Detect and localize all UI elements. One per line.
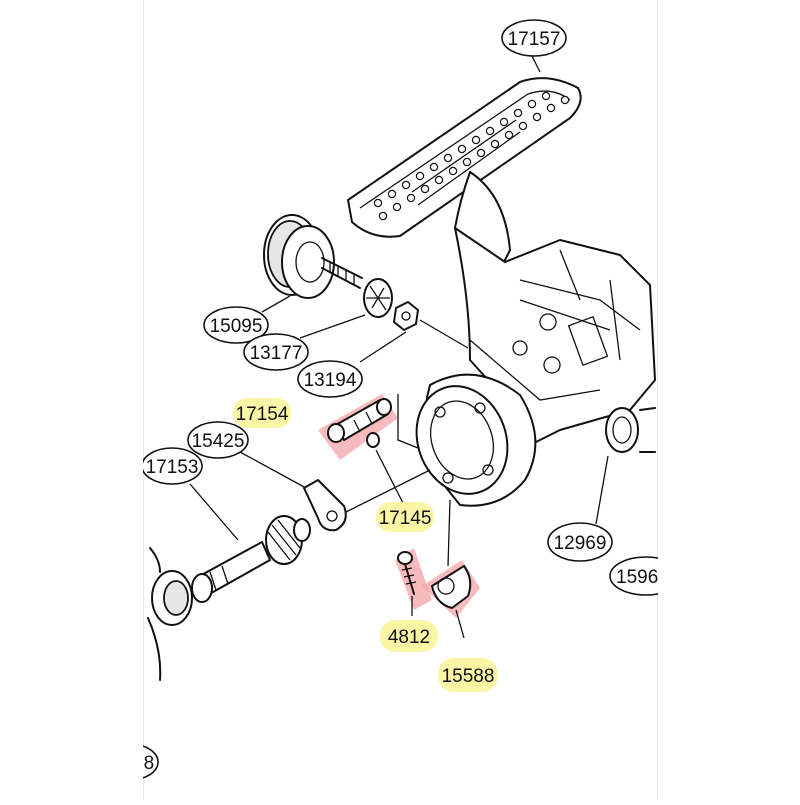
label-text-12969: 12969	[554, 533, 607, 554]
label-text-15095: 15095	[210, 316, 263, 337]
body-front-ring	[415, 373, 537, 507]
label-17154: 17154	[233, 398, 291, 428]
leader-15425	[239, 451, 307, 489]
leader-nut-to-body	[419, 319, 469, 349]
label-13194: 13194	[297, 360, 363, 398]
foot-holes	[373, 91, 570, 221]
label-17153: 17153	[141, 447, 203, 485]
spring-part-17145	[366, 432, 380, 448]
label-15425: 15425	[187, 421, 249, 459]
label-text-4812: 4812	[388, 627, 430, 648]
label-12969: 12969	[547, 522, 613, 562]
nut-part-13194	[393, 301, 419, 331]
bearing-part-12969	[605, 407, 656, 453]
leader-15095	[261, 295, 291, 313]
leader-15588-to-ring	[447, 499, 451, 567]
label-13177: 13177	[243, 333, 309, 371]
label-text-17153: 17153	[146, 457, 199, 478]
pin-part-17154	[327, 398, 392, 443]
label-text-13177: 13177	[250, 343, 303, 364]
stopper-part-15588	[431, 565, 472, 609]
shaft-part-17153	[191, 515, 311, 603]
knob-part-15095	[263, 214, 363, 299]
left-crop-mask	[0, 0, 143, 800]
leader-17157	[531, 55, 541, 73]
label-17157: 17157	[501, 19, 567, 57]
clip-part-15425	[303, 479, 347, 532]
label-text-17154: 17154	[236, 404, 289, 425]
leader-clip-to-ring	[345, 469, 431, 513]
leader-13177	[299, 314, 366, 339]
leader-17154-to-body	[397, 394, 419, 449]
label-text-15588: 15588	[442, 666, 495, 687]
label-4812: 4812	[380, 620, 438, 652]
label-17145: 17145	[376, 502, 434, 532]
label-text-15425: 15425	[192, 431, 245, 452]
leader-15588	[455, 609, 465, 639]
leader-13194	[359, 331, 407, 363]
gear-part-13177	[363, 278, 393, 318]
label-text-13194: 13194	[304, 370, 357, 391]
leader-12969	[595, 455, 609, 525]
right-crop-mask	[658, 0, 800, 800]
bearing-part-left	[147, 547, 193, 681]
label-text-17157: 17157	[508, 29, 561, 50]
label-text-1596: 1596	[616, 567, 658, 588]
reel-foot-part	[347, 77, 582, 271]
leader-17145	[375, 449, 405, 506]
leader-17153	[189, 483, 239, 541]
screw-part-4812	[397, 551, 417, 595]
label-text-17145: 17145	[379, 508, 432, 529]
label-15095: 15095	[203, 306, 269, 344]
label-15588: 15588	[438, 658, 498, 692]
